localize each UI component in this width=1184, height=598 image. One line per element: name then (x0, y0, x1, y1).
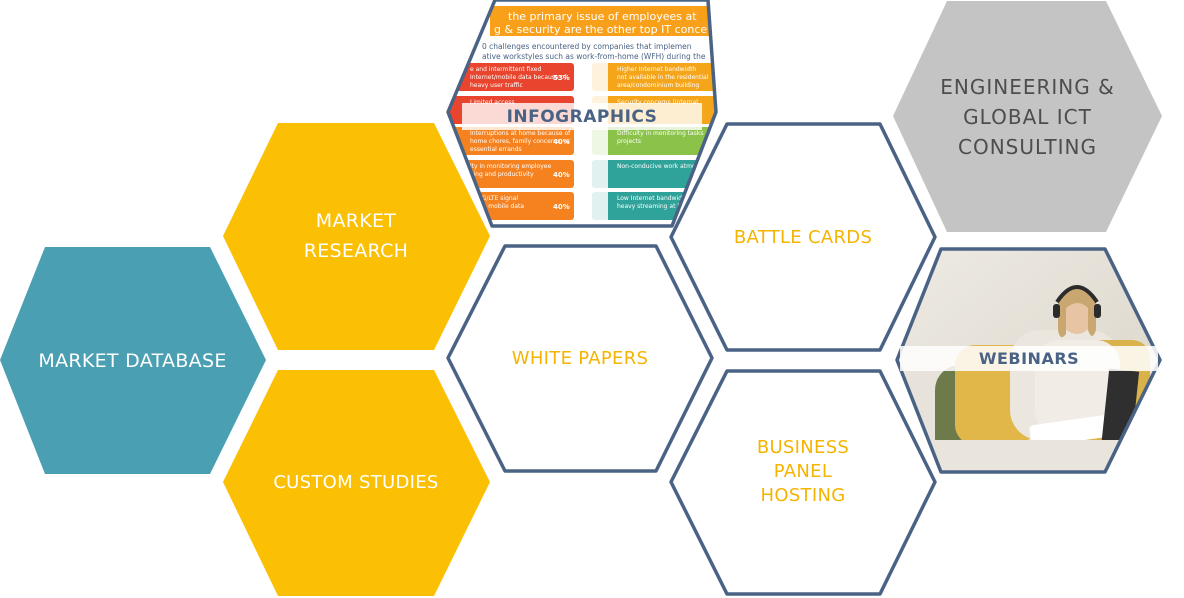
hex-custom-studies[interactable] (223, 370, 490, 596)
label-business-panel-hosting: BUSINESS PANEL HOSTING (756, 437, 850, 506)
infographic-row-percent: 40% (553, 171, 570, 179)
infographic-row-left-text: e and intermittent fixed (470, 66, 541, 73)
infographic-row-right-text: not available in the residential (617, 74, 709, 81)
label-market-research: MARKET RESEARCH (303, 210, 409, 262)
infographic-row-left-box (450, 127, 574, 155)
infographic-row-left-box (450, 63, 574, 91)
infographic-row-right-text: heavy streaming at h (617, 203, 681, 210)
infographic-row-icon (592, 192, 608, 220)
label-battle-cards: BATTLE CARDS (733, 226, 873, 248)
hex-market-research[interactable] (223, 123, 490, 350)
infographic-row-left-text: lty in monitoring employee (470, 163, 551, 170)
infographic-row-icon (592, 160, 608, 188)
hex-business-panel-hosting[interactable] (669, 369, 937, 596)
infographic-row-icon (592, 127, 608, 155)
label-infographics: INFOGRAPHICS (506, 106, 658, 127)
infographic-row-left-text: to 3G/LTE signal (470, 195, 518, 202)
infographic-row-right-box (592, 127, 716, 155)
infographic-row-right-text: Difficulty in monitoring tasks and (617, 130, 717, 137)
infographic-row-left-text: king and productivity (470, 171, 534, 178)
infographic-row-percent: 53% (553, 74, 570, 82)
infographic-headline-2: g & security are the other top IT conce (494, 23, 707, 36)
label-custom-studies: CUSTOM STUDIES (273, 471, 439, 493)
infographic-row-left-text: heavy user traffic (470, 82, 523, 89)
hex-infographics[interactable]: the primary issue of employees at g & se… (440, 0, 730, 230)
infographic-row-right-text: projects (617, 138, 641, 145)
hex-battle-cards[interactable] (669, 122, 937, 352)
webinars-label-band (900, 346, 1158, 371)
infographic-row-left-text: vable mobile data (470, 203, 524, 210)
hex-white-papers[interactable] (446, 244, 714, 473)
infographic-row-left-text: Limited access (470, 99, 515, 106)
infographic-headline-1: the primary issue of employees at (508, 10, 697, 23)
infographic-row-left-text: Internet/mobile data because of (470, 74, 567, 81)
infographic-row-left-text: Interruptions at home because of (470, 130, 571, 137)
label-webinars: WEBINARS (978, 349, 1080, 368)
infographic-row-right-text: Security concerns (internal (617, 99, 698, 106)
label-market-database: MARKET DATABASE (38, 350, 227, 372)
infographic-row-percent: 40% (553, 203, 570, 211)
label-engineering-consulting: ENGINEERING & GLOBAL ICT CONSULTING (940, 75, 1115, 159)
label-white-papers: WHITE PAPERS (511, 347, 649, 369)
infographic-row-left-box (450, 160, 574, 188)
hex-market-database[interactable] (0, 247, 266, 474)
hex-engineering-consulting[interactable] (893, 1, 1162, 232)
infographic-row-right-box (592, 63, 716, 91)
infographic-row-right-text: area/condominium building (617, 82, 699, 89)
infographic-preview: the primary issue of employees at g & se… (448, 0, 717, 226)
infographic-row-icon (592, 63, 608, 91)
infographic-row-right-text: Non-conducive work atmos (617, 163, 699, 170)
infographic-row-left-text: essential errands (470, 146, 522, 153)
infographic-row-right-text: Higher Internet bandwidth (617, 66, 696, 73)
infographics-label-band (462, 103, 702, 130)
infographic-subtext-2: ative workstyles such as work-from-home … (482, 52, 706, 61)
infographic-row-right-text: Low Internet bandwid (617, 195, 682, 202)
infographic-row-percent: 40% (553, 138, 570, 146)
infographic-header-bar (490, 6, 710, 36)
infographic-subtext-1: 0 challenges encountered by companies th… (482, 42, 692, 51)
infographic-row-left-text: home chores, family concerns, or (470, 138, 571, 145)
